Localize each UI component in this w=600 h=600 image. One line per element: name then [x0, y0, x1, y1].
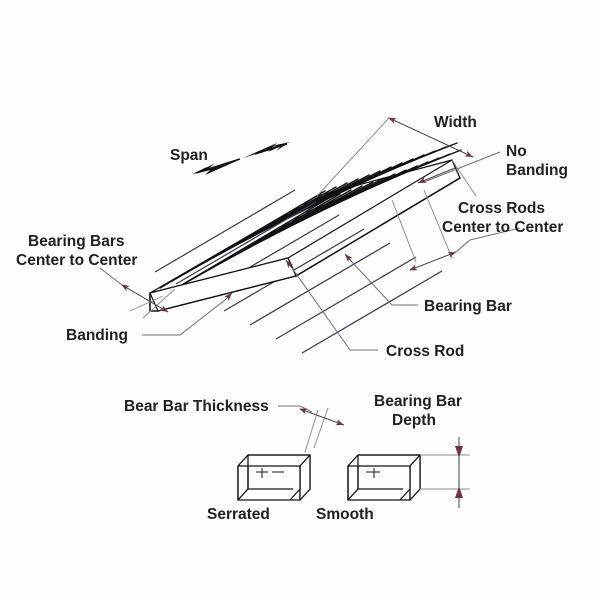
bear-bar-thickness-dimension: Bear Bar Thickness	[124, 398, 345, 453]
width-ext-line-left	[316, 117, 390, 197]
span-indicator: Span	[170, 142, 290, 175]
cross-rods-cc-label-line2: Center to Center	[442, 219, 563, 236]
cross-rod-callout: Cross Rod	[285, 259, 464, 360]
cross-rod-arrow	[285, 259, 294, 269]
smooth-label: Smooth	[316, 506, 374, 523]
bearing-bar-callout: Bearing Bar	[344, 253, 512, 315]
cross-rod	[175, 201, 317, 285]
bearing-bars-cc-dimension: Bearing Bars Center to Center	[16, 233, 176, 319]
bearing-bar-depth-label-line2: Depth	[392, 412, 436, 429]
bearing-bars-cc-label-line1: Bearing Bars	[28, 233, 124, 250]
width-ext-line-right	[451, 159, 477, 197]
cross-rods-cc-dimension: Cross Rods Center to Center	[391, 189, 563, 271]
no-banding-arrow-line	[417, 167, 456, 184]
no-banding-callout: No Banding	[417, 143, 568, 184]
cross-rod	[301, 270, 443, 354]
span-arrow-head-left	[192, 164, 214, 174]
bearing-bar-label: Bearing Bar	[424, 298, 512, 315]
crc-ext-right	[423, 189, 453, 259]
crc-dim-line	[409, 251, 457, 271]
width-label: Width	[434, 114, 477, 131]
width-dim-line	[388, 117, 474, 158]
cross-rod-label: Cross Rod	[386, 343, 464, 360]
serrated-channel-floor	[289, 466, 301, 501]
cross-rods-cc-label-line1: Cross Rods	[458, 200, 545, 217]
bearing-bars-cc-label-line2: Center to Center	[16, 252, 137, 269]
cross-rod-leader	[291, 267, 378, 351]
no-banding-leader	[423, 151, 501, 183]
cross-rod	[154, 189, 296, 273]
no-banding-label-line1: No	[506, 143, 527, 160]
crc-ext-left	[391, 199, 417, 263]
bearing-bar-leader	[351, 261, 418, 306]
banding-callout: Banding	[66, 292, 233, 344]
bearing-bar-arrow	[344, 253, 353, 263]
bbt-dim-line	[299, 408, 345, 426]
bearing-bar-depth-label-line1: Bearing Bar	[374, 393, 462, 410]
span-label: Span	[170, 147, 208, 164]
serrated-label: Serrated	[207, 506, 270, 523]
bbd-arrow-bottom	[455, 486, 463, 498]
banding-label: Banding	[66, 327, 128, 344]
cross-rod	[249, 242, 391, 326]
cross-rod	[275, 256, 417, 340]
crc-leader	[455, 227, 521, 253]
smooth-channel-floor	[399, 466, 411, 501]
width-dimension: Width	[316, 114, 477, 197]
serrated-top-left	[237, 454, 311, 467]
banding-leader	[142, 299, 226, 336]
bear-bar-thickness-label: Bear Bar Thickness	[124, 398, 269, 415]
span-arrow-head-right	[268, 142, 290, 152]
bbd-arrow-top	[455, 446, 463, 458]
serrated-bar-profile: Serrated	[207, 454, 311, 523]
bbcc-leader	[99, 267, 123, 286]
no-banding-label-line2: Banding	[506, 162, 568, 179]
smooth-top-left	[347, 454, 421, 467]
smooth-bar-profile: Smooth	[316, 454, 421, 523]
bearing-bar-depth-dimension: Bearing Bar Depth	[374, 393, 470, 508]
banding-arrow	[224, 292, 233, 301]
bbcc-dim-line	[121, 284, 169, 313]
